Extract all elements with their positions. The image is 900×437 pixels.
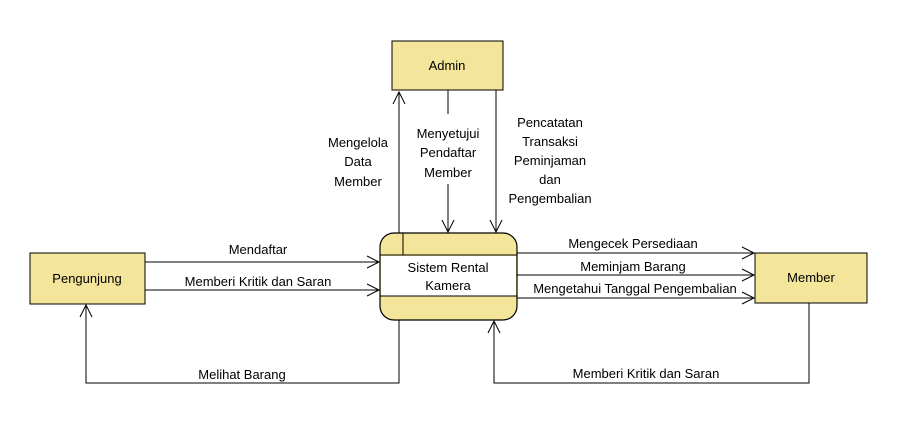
flow-kritik-member-arrowhead [487,319,501,334]
flow-kritik-member-line [493,303,810,384]
flow-pencatatan-label-5: Pengembalian [508,191,591,206]
flow-mendaftar: Mendaftar [145,242,381,269]
flow-meminjam-barang: Meminjam Barang [517,259,756,282]
flow-mengelola-arrowhead [392,90,406,105]
flow-meminjam-arrowhead [741,268,756,282]
flow-melihat-barang-arrowhead [79,303,93,318]
flow-melihat-barang-label: Melihat Barang [198,367,285,382]
flow-pencatatan-arrowhead [489,219,503,234]
flow-melihat-barang-line [85,305,400,384]
flow-pencatatan-label-1: Pencatatan [517,115,583,130]
flow-kritik-member: Memberi Kritik dan Saran [487,303,810,384]
flow-meminjam-label: Meminjam Barang [580,259,686,274]
flow-mengecek-persediaan: Mengecek Persediaan [517,236,756,260]
flow-kritik-pengunjung: Memberi Kritik dan Saran [145,274,381,297]
process-label-line2: Kamera [425,278,471,293]
flow-menyetujui-label-2: Pendaftar [420,145,477,160]
flow-kritik-member-label: Memberi Kritik dan Saran [573,366,720,381]
flow-kritik-pengunjung-label: Memberi Kritik dan Saran [185,274,332,289]
process-label-line1: Sistem Rental [408,260,489,275]
flow-kritik-pengunjung-arrowhead [366,283,381,297]
entity-admin-box [391,40,504,91]
flow-mengetahui-tanggal: Mengetahui Tanggal Pengembalian [517,281,756,305]
flow-menyetujui-label-3: Member [424,165,472,180]
flow-pencatatan-label-4: dan [539,172,561,187]
entity-member: Member [754,252,868,304]
entity-admin-label: Admin [429,58,466,73]
flow-mengelola-data-member: Mengelola Data Member [328,90,406,233]
entity-pengunjung-box [29,252,146,305]
process-sistem-rental-kamera: Sistem Rental Kamera [379,232,518,321]
entity-member-label: Member [787,270,835,285]
flow-pencatatan-transaksi: Pencatatan Transaksi Peminjaman dan Peng… [489,90,592,234]
flow-mengecek-label: Mengecek Persediaan [568,236,697,251]
flow-melihat-barang: Melihat Barang [79,303,400,384]
flow-mengelola-label-1: Mengelola [328,135,389,150]
flow-mendaftar-arrowhead [366,255,381,269]
flow-pencatatan-label-3: Peminjaman [514,153,586,168]
flow-mengetahui-label: Mengetahui Tanggal Pengembalian [533,281,737,296]
flow-mengetahui-arrowhead [741,291,756,305]
entity-pengunjung-label: Pengunjung [52,271,121,286]
flow-menyetujui-pendaftar: Menyetujui Pendaftar Member [417,90,480,234]
entity-pengunjung: Pengunjung [29,252,146,305]
flow-menyetujui-arrowhead [441,219,455,234]
entity-member-box [754,252,868,304]
flow-mengecek-arrowhead [741,246,756,260]
flow-mendaftar-label: Mendaftar [229,242,288,257]
flow-pencatatan-label-2: Transaksi [522,134,578,149]
flow-mengelola-label-3: Member [334,174,382,189]
process-body [381,256,516,296]
entity-admin: Admin [391,40,504,91]
flow-menyetujui-label-1: Menyetujui [417,126,480,141]
flow-mengelola-label-2: Data [344,154,372,169]
